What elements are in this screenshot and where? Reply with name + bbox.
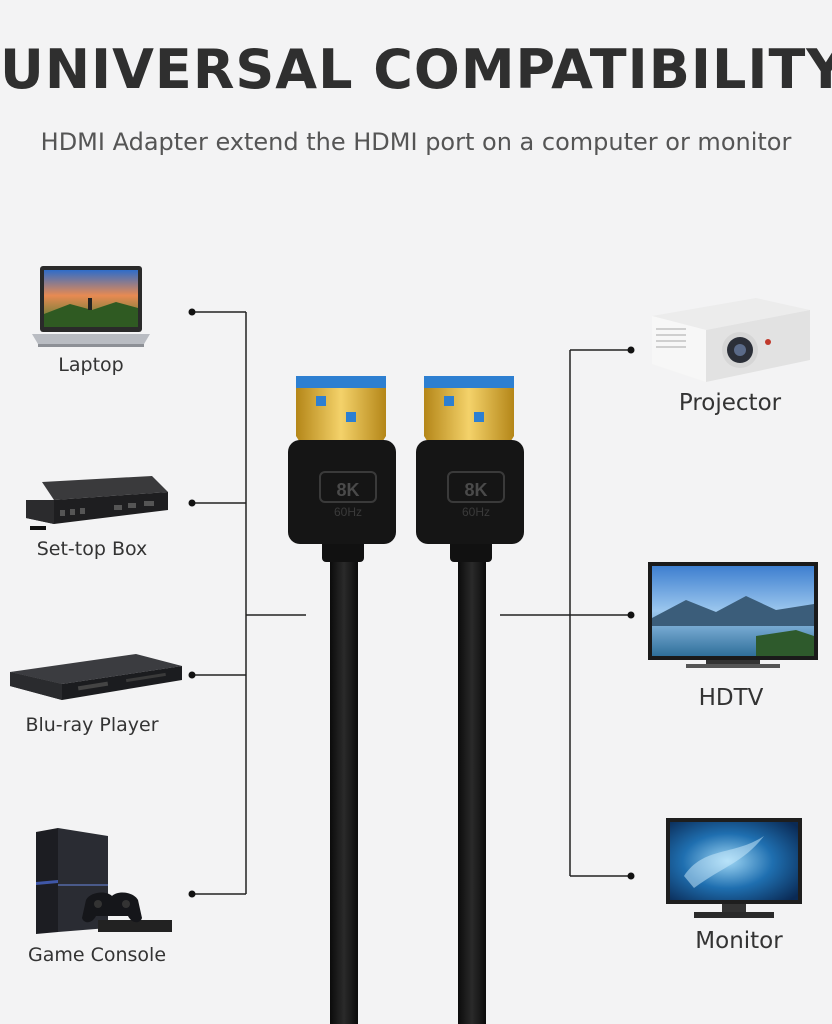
hdtv-icon bbox=[648, 562, 818, 668]
badge-sub-right: 60Hz bbox=[462, 505, 490, 519]
display-label-projector: Projector bbox=[678, 390, 782, 416]
dot-bluray bbox=[188, 671, 196, 679]
badge-main-right: 8K bbox=[464, 480, 487, 500]
dot-monitor bbox=[627, 872, 635, 880]
monitor-icon bbox=[666, 818, 802, 918]
dot-hdtv bbox=[627, 611, 635, 619]
hdmi-connector-right bbox=[416, 376, 524, 1024]
source-label-game-console: Game Console bbox=[27, 944, 167, 966]
page-title: UNIVERSAL COMPATIBILITY bbox=[0, 38, 832, 101]
badge-sub-left: 60Hz bbox=[334, 505, 362, 519]
dot-laptop bbox=[188, 308, 196, 316]
set-top-box-icon bbox=[26, 476, 168, 530]
blu-ray-player-icon bbox=[10, 654, 182, 700]
dot-settop bbox=[188, 499, 196, 507]
game-console-icon bbox=[36, 828, 172, 934]
source-label-set-top-box: Set-top Box bbox=[36, 538, 148, 560]
badge-main-left: 8K bbox=[336, 480, 359, 500]
display-label-monitor: Monitor bbox=[695, 928, 783, 954]
projector-icon bbox=[652, 298, 810, 382]
dot-console bbox=[188, 890, 196, 898]
laptop-icon bbox=[32, 266, 150, 347]
source-label-laptop: Laptop bbox=[58, 354, 124, 376]
dot-projector bbox=[627, 346, 635, 354]
display-label-hdtv: HDTV bbox=[698, 685, 764, 711]
source-label-blu-ray-player: Blu-ray Player bbox=[25, 714, 159, 736]
hdmi-connector-left bbox=[288, 376, 396, 1024]
page-subtitle: HDMI Adapter extend the HDMI port on a c… bbox=[40, 128, 792, 156]
